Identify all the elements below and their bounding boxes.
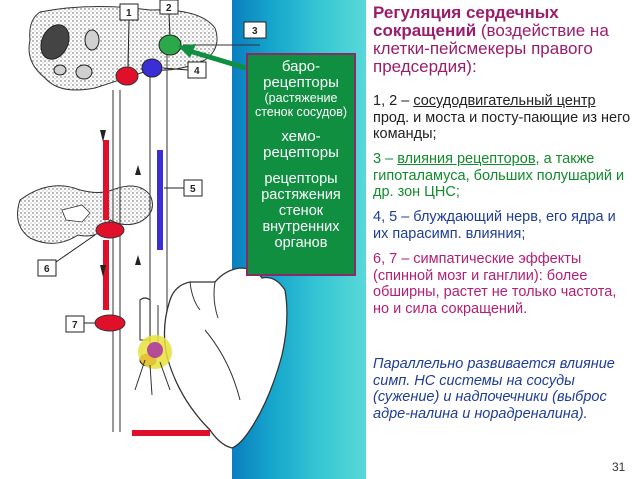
sympathetic-fiber-lower (103, 240, 109, 310)
paragraph-vagus: 4, 5 – блуждающий нерв, его ядра и их па… (373, 209, 616, 242)
label-3: 3 (252, 26, 258, 37)
baroreceptors-label: баро- рецепторы (263, 58, 339, 91)
nucleus-small-2 (75, 64, 93, 80)
receptor-influence-term: влияния рецепторов (397, 151, 536, 167)
label-7: 7 (72, 320, 78, 331)
node-4-vagus-nucleus (141, 58, 163, 78)
node-6-ganglion (95, 221, 125, 239)
receptor-input (158, 34, 260, 71)
stretch-receptors-label: рецепторы растяжения стенок внутренних о… (261, 171, 341, 251)
slide-title: Регуляция сердечных сокращений (воздейст… (373, 4, 635, 76)
label-6: 6 (44, 264, 50, 275)
page-number: 31 (612, 460, 626, 474)
vasomotor-center-term: сосудодвигательный центр (413, 93, 596, 109)
spinal-cord-section (17, 185, 153, 244)
paragraph-sympathetic: 6, 7 – симпатические эффекты (спинной мо… (373, 251, 617, 317)
sa-node (147, 342, 163, 358)
paragraph-parallel-effects: Параллельно развивается влияние симп. НС… (373, 356, 615, 422)
label-2: 2 (166, 3, 172, 14)
vagus-fiber (157, 150, 163, 250)
receptor-arrow-shaft (185, 47, 247, 71)
black-nucleus-large (40, 24, 70, 60)
nucleus-small-1 (84, 29, 100, 51)
title-main: Регуляция сердечных сокращений (373, 3, 559, 40)
parasympathetic-pathway (135, 55, 168, 350)
label-1: 1 (126, 8, 132, 19)
nucleus-small-3 (53, 64, 67, 76)
text-panel (366, 0, 641, 479)
sympathetic-bar-bottom (132, 430, 210, 436)
paragraph-vasomotor-center: 1, 2 – сосудодвигательный центр прод. и … (373, 93, 631, 142)
sympathetic-fiber-upper (103, 140, 109, 220)
receptor-arrow-head (178, 44, 196, 58)
paragraph-receptor-influence: 3 – влияния рецепторов, а также гипотала… (373, 151, 625, 200)
baroreceptors-note: (растяжение стенок сосудов) (254, 91, 348, 119)
node-1-center (115, 66, 139, 86)
title-sub: (воздействие на клетки-пейсмекеры правог… (373, 21, 609, 76)
heart (134, 267, 288, 449)
node-7-ganglion (94, 314, 126, 332)
label-4: 4 (194, 66, 200, 77)
chemoreceptors-label: хемо-рецепторы (263, 128, 339, 161)
label-5: 5 (190, 184, 196, 195)
receptor-box: баро- рецепторы (растяжение стенок сосуд… (246, 53, 356, 276)
number-labels: 1 2 3 4 5 6 7 (37, 0, 267, 333)
node-2-vasomotor (158, 34, 182, 56)
